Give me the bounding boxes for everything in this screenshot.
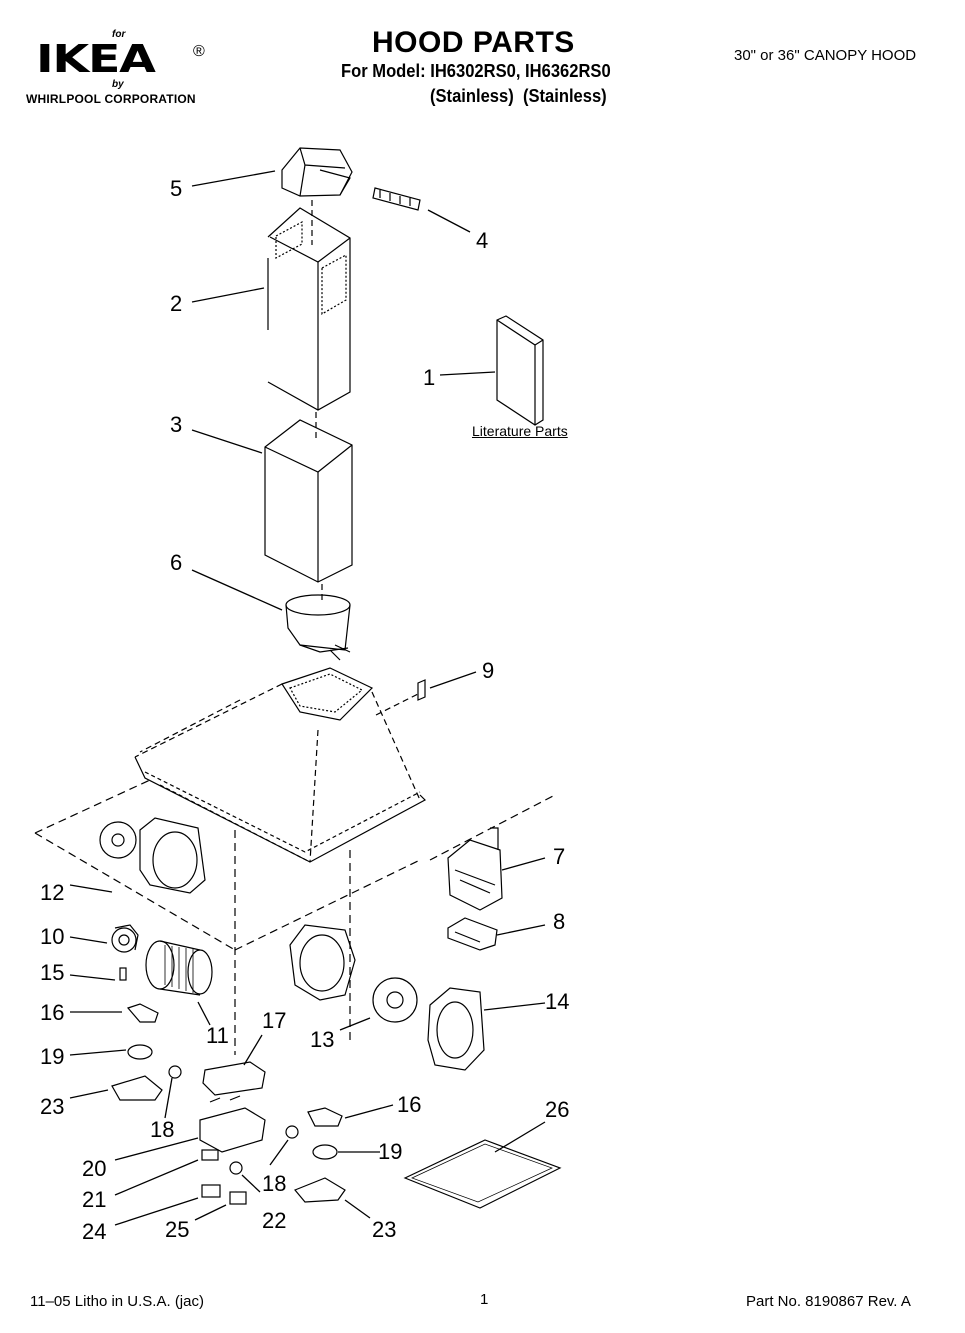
upper-chimney-part-2 <box>267 207 351 411</box>
callout-24: 24 <box>82 1219 107 1244</box>
callout-9: 9 <box>482 658 495 683</box>
blower-plate-part-14 <box>427 987 485 1071</box>
knob-part-21 <box>201 1149 219 1161</box>
page-number: 1 <box>480 1291 489 1308</box>
bulb-part-19-right <box>312 1144 338 1160</box>
callout-13: 13 <box>310 1027 335 1052</box>
lens-part-23-right <box>294 1177 346 1203</box>
junction-box-part-17 <box>202 1061 266 1096</box>
model-numbers: For Model: IH6302RS0, IH6362RS0 <box>341 61 611 81</box>
mounting-bracket-part-4 <box>372 187 421 211</box>
lamp-socket-part-16 <box>126 1003 159 1023</box>
part-number: Part No. 8190867 Rev. A <box>746 1293 911 1310</box>
literature-parts-label: Literature Parts <box>472 423 568 439</box>
callout-17: 17 <box>262 1008 287 1033</box>
registered-mark: ® <box>193 43 205 60</box>
brand-for-label: for <box>112 29 126 40</box>
bulb-part-19 <box>127 1044 153 1060</box>
callout-23-right: 23 <box>372 1217 397 1242</box>
brand-by-label: by <box>112 79 124 90</box>
fuse-part-15 <box>119 967 127 981</box>
callout-1: 1 <box>423 365 436 390</box>
blower-housing-part-12 <box>99 817 206 894</box>
switch-part-8 <box>447 917 498 951</box>
hood-type-label: 30" or 36" CANOPY HOOD <box>734 47 917 64</box>
callout-19-right: 19 <box>378 1139 403 1164</box>
callout-20: 20 <box>82 1156 107 1181</box>
callout-4: 4 <box>476 228 489 253</box>
motor-part-10 <box>111 924 139 953</box>
callout-23: 23 <box>40 1094 65 1119</box>
ikea-logo: IKEA <box>36 37 156 81</box>
button-part-24 <box>201 1184 221 1198</box>
button-part-25 <box>229 1191 247 1205</box>
callout-2: 2 <box>170 291 183 316</box>
callout-16-right: 16 <box>397 1092 422 1117</box>
callout-14: 14 <box>545 989 570 1014</box>
callout-25: 25 <box>165 1217 190 1242</box>
callout-3: 3 <box>170 412 183 437</box>
callout-5: 5 <box>170 176 183 201</box>
callout-21: 21 <box>82 1187 107 1212</box>
callout-18: 18 <box>150 1117 175 1142</box>
control-module-part-20 <box>199 1095 266 1153</box>
finish-labels: (Stainless) (Stainless) <box>430 86 607 106</box>
callout-10: 10 <box>40 924 65 949</box>
callout-8: 8 <box>553 909 566 934</box>
print-info: 11–05 Litho in U.S.A. (jac) <box>30 1293 204 1310</box>
knob-part-22 <box>229 1161 243 1175</box>
filter-part-26 <box>403 1139 562 1209</box>
clip-part-9 <box>375 679 426 716</box>
callout-7: 7 <box>553 844 566 869</box>
page-title: HOOD PARTS <box>372 26 575 59</box>
callout-leaders <box>69 170 546 1226</box>
callout-22: 22 <box>262 1208 287 1233</box>
literature-booklet-part-1 <box>496 315 544 426</box>
callout-26: 26 <box>545 1097 570 1122</box>
lower-chimney-part-3 <box>264 419 353 583</box>
blower-wheel-part-11 <box>145 940 213 996</box>
callout-19: 19 <box>40 1044 65 1069</box>
callout-6: 6 <box>170 550 183 575</box>
duct-cover-part-5 <box>281 147 353 197</box>
callout-11: 11 <box>206 1023 229 1048</box>
duct-collar-part-6 <box>285 594 351 661</box>
assembly-outline <box>34 779 556 1055</box>
lamp-socket-part-16-right <box>307 1107 343 1127</box>
hood-canopy <box>134 667 426 863</box>
blower-housing-part-13 <box>289 924 418 1023</box>
control-bracket-part-7 <box>447 827 503 911</box>
callout-18-right: 18 <box>262 1171 287 1196</box>
callout-12: 12 <box>40 880 65 905</box>
corporation-name: WHIRLPOOL CORPORATION <box>26 92 196 106</box>
callout-16: 16 <box>40 1000 65 1025</box>
callout-15: 15 <box>40 960 65 985</box>
lens-part-23 <box>111 1075 163 1101</box>
socket-part-18 <box>168 1065 182 1079</box>
socket-part-18-right <box>285 1125 299 1139</box>
